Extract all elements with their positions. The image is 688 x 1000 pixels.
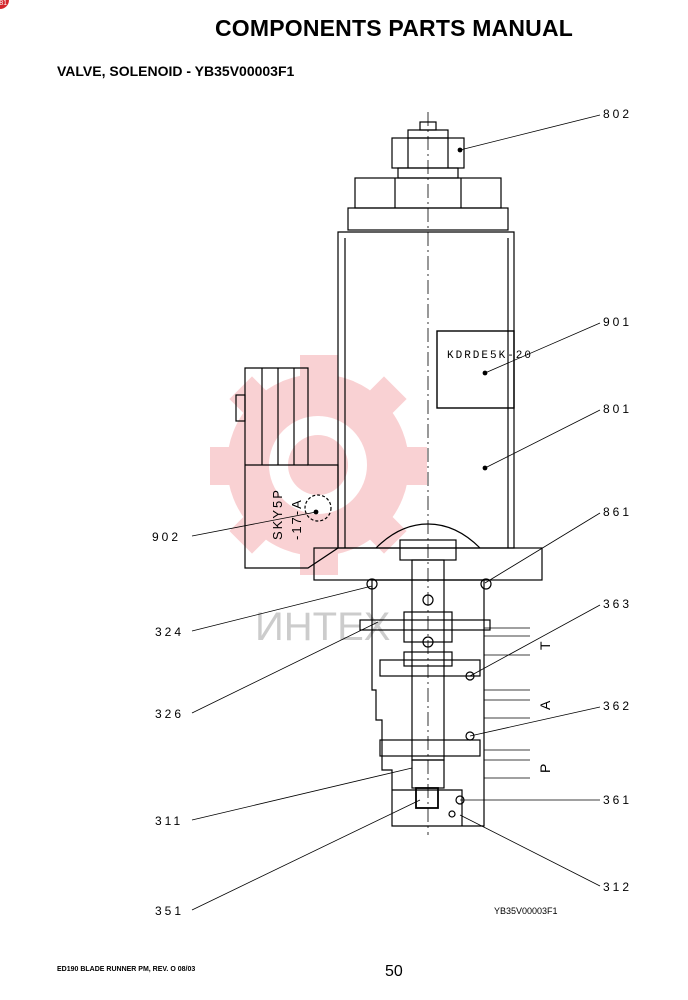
o-rings: [366, 578, 492, 818]
leader-lines: [191, 114, 601, 911]
top-nut: [391, 121, 465, 179]
nameplate-text: KDRDE5K-20: [447, 350, 533, 362]
connector-label-2: -17-A: [289, 498, 304, 540]
valve-housing: [359, 579, 491, 827]
large-nut: [347, 177, 509, 231]
page-number: 50: [385, 963, 403, 980]
connector-label-1: SKY5P: [270, 488, 285, 540]
nameplate: [436, 330, 515, 409]
footer-manual-ref: ED190 BLADE RUNNER PM, REV. O 08/03: [57, 966, 196, 973]
page-title: COMPONENTS PARTS MANUAL: [214, 15, 574, 41]
callout-351: 351: [155, 904, 185, 918]
figure-id: YB35V00003F1: [494, 906, 558, 916]
callout-801: 801: [603, 402, 633, 416]
watermark-text: ИНТЕХ: [255, 605, 390, 649]
callout-802: 802: [603, 107, 633, 121]
callout-312: 312: [603, 880, 633, 894]
callout-324: 324: [155, 625, 185, 639]
callout-861: 861: [603, 505, 633, 519]
callout-363: 363: [603, 597, 633, 611]
callout-361: 361: [603, 793, 633, 807]
callout-362: 362: [603, 699, 633, 713]
callout-902: 902: [152, 530, 182, 544]
callout-326: 326: [155, 707, 185, 721]
callout-901: 901: [603, 315, 633, 329]
corner-badge: 81: [0, 0, 9, 9]
port-label-p: P: [537, 764, 553, 773]
callout-311: 311: [155, 814, 184, 828]
port-lines: [484, 627, 530, 779]
connector: [235, 367, 339, 569]
port-label-a: A: [537, 700, 553, 710]
port-label-t: T: [537, 641, 553, 650]
page-subtitle: VALVE, SOLENOID - YB35V00003F1: [57, 63, 295, 79]
